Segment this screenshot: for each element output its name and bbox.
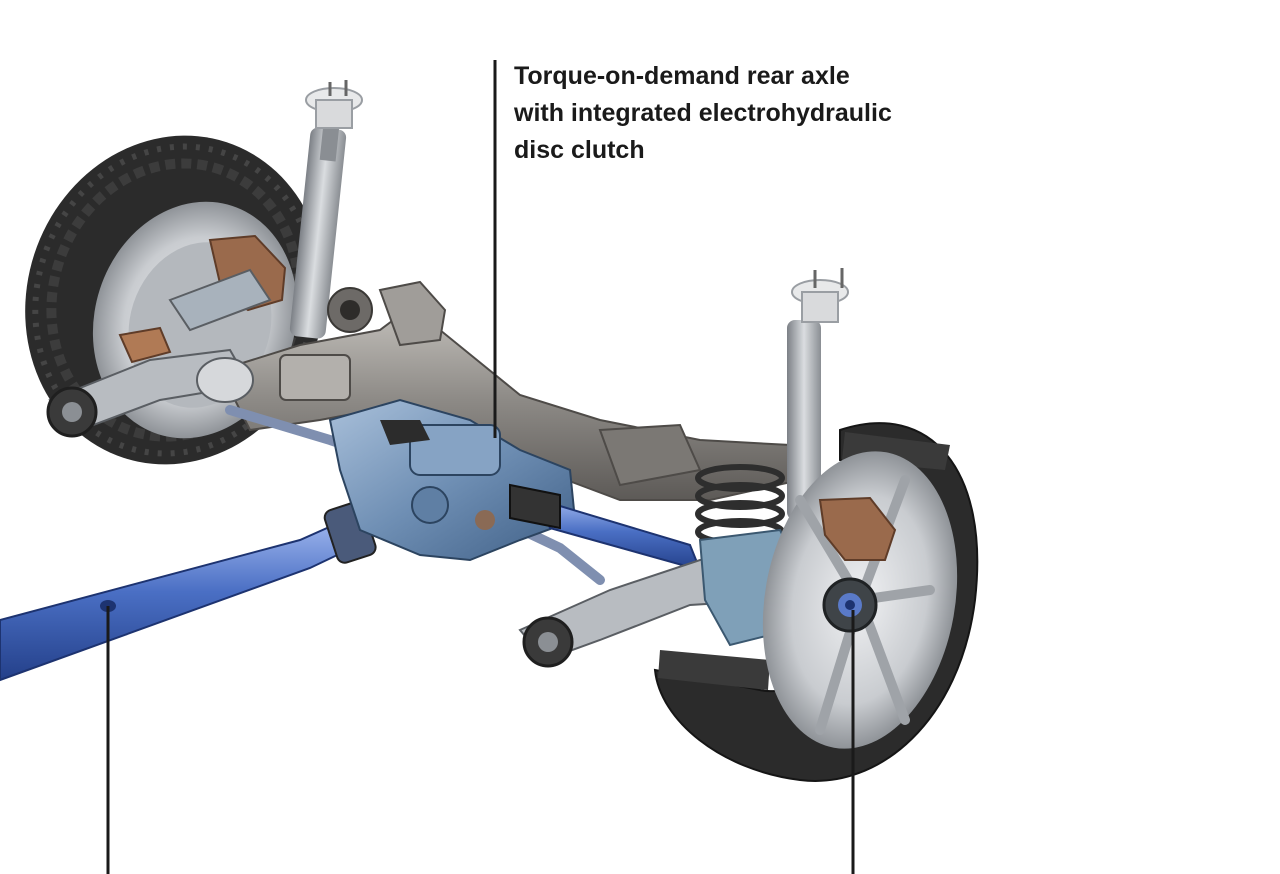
rear-subframe <box>218 280 802 501</box>
rear-differential <box>328 398 577 562</box>
callout-label-rear-axle: Torque-on-demand rear axle with integrat… <box>514 58 974 169</box>
callout-line-1: Torque-on-demand rear axle <box>514 62 850 90</box>
right-brake-caliper <box>818 496 897 561</box>
left-strut <box>289 80 363 339</box>
right-strut <box>695 268 849 546</box>
left-control-arm <box>46 268 272 438</box>
right-drive-shaft <box>538 498 702 572</box>
right-wheel <box>653 422 979 782</box>
callout-line-3: disc clutch <box>514 136 645 164</box>
callout-line-2: with integrated electrohydraulic <box>514 99 892 127</box>
propeller-shaft <box>0 501 377 682</box>
